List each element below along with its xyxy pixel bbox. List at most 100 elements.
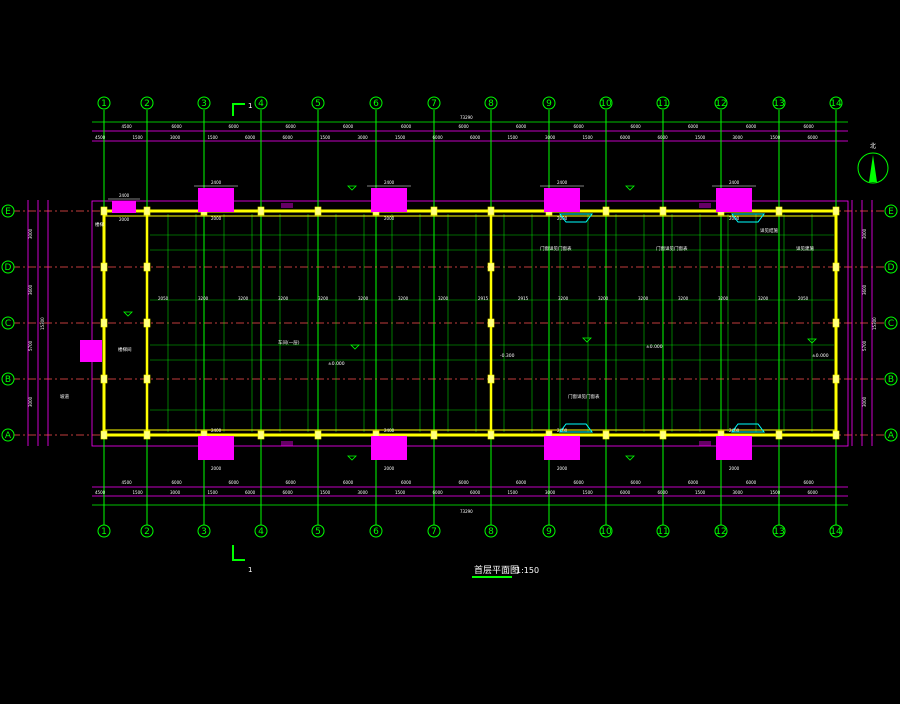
dim-top-span: 6000 xyxy=(688,124,699,129)
dim-bottom-detail: 1500 xyxy=(320,490,331,495)
elevation-1: ±0.000 xyxy=(328,361,345,367)
dim-top-detail: 1500 xyxy=(133,135,144,140)
column xyxy=(257,430,265,440)
dim-top-detail: 1500 xyxy=(395,135,406,140)
elevation-triangle xyxy=(625,455,635,461)
axis-label-col-13: 13 xyxy=(773,99,784,109)
axis-label-col-2: 2 xyxy=(144,99,150,109)
dim-bottom-span: 6000 xyxy=(229,480,240,485)
section-mark-top: 1 xyxy=(248,102,252,110)
dim-top-detail: 3000 xyxy=(358,135,369,140)
fixture-bottom-sublabel: 2000 xyxy=(384,466,395,471)
axis-label-row-C: C xyxy=(5,319,11,329)
dim-bottom-detail: 1500 xyxy=(508,490,519,495)
dim-right-span: 3000 xyxy=(862,396,867,407)
fixture-top-3 xyxy=(544,188,580,212)
dim-bottom-detail: 6000 xyxy=(283,490,294,495)
annotations: 车间(一层) 楼梯间 ±0.000 -0.300 ±0.000 ±0.000 坡… xyxy=(60,221,829,400)
dim-bottom-detail: 3000 xyxy=(358,490,369,495)
axis-label-row-A: A xyxy=(888,431,895,441)
axis-bubble-row xyxy=(884,428,898,442)
dim-right-total: 15300 xyxy=(872,317,877,330)
drawing-title: 首层平面图 1:150 xyxy=(472,564,539,578)
column xyxy=(659,430,667,440)
axis-bubble-col xyxy=(829,96,843,110)
axis-label-col-8: 8 xyxy=(488,99,494,109)
column xyxy=(487,206,495,216)
dim-bottom-detail: 4500 xyxy=(95,490,106,495)
door-note-1: 门窗详见门窗表 xyxy=(540,245,572,252)
fixture-top-label: 2400 xyxy=(211,180,222,185)
dim-top-detail: 6000 xyxy=(245,135,256,140)
axis-bubble-col xyxy=(254,96,268,110)
fixture-top-4 xyxy=(716,188,752,212)
axis-bubble-col xyxy=(772,524,786,538)
dim-inner-row: 3200 xyxy=(758,296,769,301)
axis-label-col-3: 3 xyxy=(201,527,207,537)
section-mark-bottom: 1 xyxy=(248,566,252,574)
fixture-left-entrance xyxy=(80,340,102,362)
axis-bubble-row xyxy=(884,204,898,218)
column xyxy=(602,430,610,440)
fixture-top-sublabel: 2000 xyxy=(119,217,130,222)
axis-bubble-col xyxy=(656,524,670,538)
axis-bubble-col xyxy=(427,96,441,110)
axis-bubble-col xyxy=(484,96,498,110)
axis-label-col-9: 9 xyxy=(546,99,552,109)
fixture-bottom-label: 2400 xyxy=(729,428,740,433)
dim-left-span: 3000 xyxy=(28,228,33,239)
axis-label-col-5: 5 xyxy=(315,527,321,537)
fixture-top-sublabel: 2000 xyxy=(729,216,740,221)
dim-top-detail: 1500 xyxy=(770,135,781,140)
axis-label-col-6: 6 xyxy=(373,99,379,109)
dim-top-span: 6000 xyxy=(516,124,527,129)
dim-bottom-span: 6000 xyxy=(459,480,470,485)
dim-right-span: 5700 xyxy=(862,340,867,351)
axis-label-row-B: B xyxy=(888,375,894,385)
fixture-bottom-label: 2400 xyxy=(211,428,222,433)
elevation-triangle xyxy=(582,337,592,343)
door-canopy-top-1 xyxy=(731,213,765,223)
dim-inner-row: 3200 xyxy=(638,296,649,301)
axis-bubble-col xyxy=(484,524,498,538)
dim-top-detail: 1500 xyxy=(320,135,331,140)
dim-inner-row: 3200 xyxy=(358,296,369,301)
stair-label: 楼梯间 xyxy=(118,346,132,353)
fixture-top-sublabel: 2000 xyxy=(211,216,222,221)
dim-bottom-span: 6000 xyxy=(746,480,757,485)
dim-top-span: 6000 xyxy=(286,124,297,129)
axis-bubble-col xyxy=(97,524,111,538)
axis-bubble-row xyxy=(884,372,898,386)
axis-label-col-5: 5 xyxy=(315,99,321,109)
axis-bubble-col xyxy=(140,524,154,538)
dim-inner-row: 2050 xyxy=(798,296,809,301)
fixture-top-sublabel: 2000 xyxy=(557,216,568,221)
door-canopy-bottom-1 xyxy=(731,423,765,433)
door-canopy-top-0 xyxy=(559,213,593,223)
axis-bubble-col xyxy=(542,96,556,110)
axis-label-col-7: 7 xyxy=(431,527,437,537)
axis-bubble-col xyxy=(599,524,613,538)
column xyxy=(143,206,151,216)
axis-bubble-col xyxy=(714,96,728,110)
dim-inner-row: 2050 xyxy=(158,296,169,301)
dim-inner-row: 3200 xyxy=(598,296,609,301)
axis-bubble-col xyxy=(772,96,786,110)
dim-bottom-span: 6000 xyxy=(401,480,412,485)
dim-top-detail: 4500 xyxy=(95,135,106,140)
column xyxy=(775,206,783,216)
dim-bottom-detail: 1500 xyxy=(133,490,144,495)
axis-label-col-14: 14 xyxy=(830,527,842,537)
dim-bottom-span: 6000 xyxy=(286,480,297,485)
dim-inner-row: 2915 xyxy=(518,296,529,301)
axis-label-col-6: 6 xyxy=(373,527,379,537)
dim-inner-row: 3200 xyxy=(238,296,249,301)
axis-label-col-14: 14 xyxy=(830,99,842,109)
axis-label-col-12: 12 xyxy=(715,527,726,537)
dim-bottom-span: 6000 xyxy=(172,480,183,485)
axis-label-col-4: 4 xyxy=(258,527,264,537)
dim-inner-row: 3200 xyxy=(198,296,209,301)
axis-bubble-row xyxy=(1,428,15,442)
dim-top-detail: 6000 xyxy=(433,135,444,140)
